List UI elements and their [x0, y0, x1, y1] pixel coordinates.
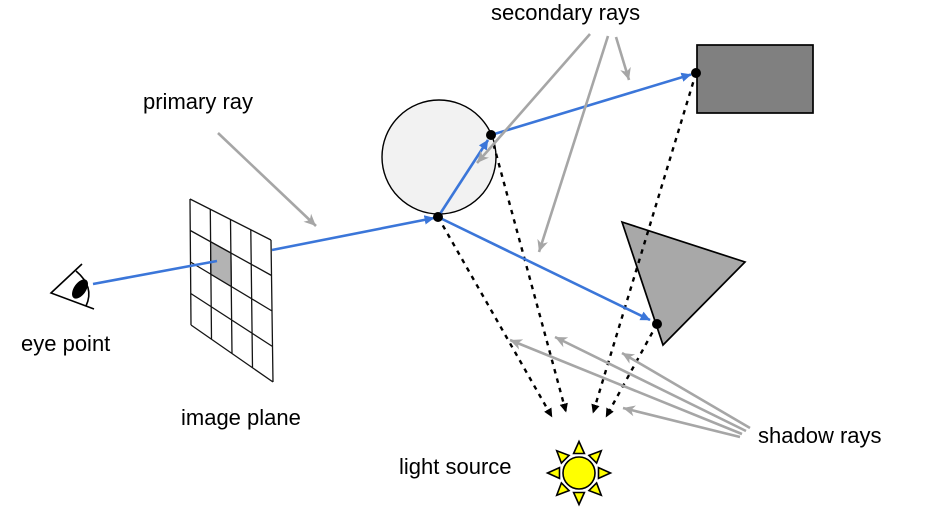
image-plane-grid [189, 198, 274, 383]
triangle-object [620, 220, 747, 347]
shadow-ray-from-sphere-lower [436, 216, 554, 418]
secondary-ray-to-triangle [437, 215, 651, 322]
secondary-ray-to-rectangle [490, 72, 692, 137]
annotation-arrows-group [217, 33, 751, 439]
primary-ray-segment-plane-to-sphere [271, 215, 435, 252]
shadow-rays-pointer-arrow-3 [621, 351, 751, 430]
secondary-rays-pointer-arrow-2 [537, 35, 610, 253]
secondary-rays-label: secondary rays [491, 0, 641, 25]
sphere-object [381, 99, 497, 215]
primary-ray-label: primary ray [143, 89, 254, 114]
primary-ray-segment-eye-to-pixel [92, 259, 218, 286]
image-plane-pixel [209, 240, 232, 288]
shadow-rays-pointer-arrow-2 [554, 335, 747, 433]
secondary-rays-pointer-arrow-1 [476, 33, 591, 164]
hit-point-rectangle [691, 68, 701, 78]
shadow-rays-group [436, 72, 698, 418]
hit-point-sphere-upper [486, 130, 496, 140]
hit-point-sphere-lower [433, 212, 443, 222]
secondary-rays-pointer-arrow-3 [614, 36, 631, 81]
light-source-label: light source [399, 454, 512, 479]
shadow-ray-from-triangle [604, 323, 659, 418]
sun-icon [545, 439, 613, 507]
shadow-ray-from-rectangle [591, 72, 698, 414]
primary-ray-pointer-arrow [217, 132, 317, 227]
eye-point-label: eye point [21, 331, 111, 356]
image-plane-label: image plane [181, 405, 301, 430]
shadow-rays-pointer-arrow-1 [509, 338, 743, 436]
eye-icon [49, 263, 95, 310]
shadow-rays-pointer-arrow-4 [622, 405, 741, 439]
rectangle-object [696, 44, 814, 114]
hit-point-triangle [652, 319, 662, 329]
blue-rays-group [271, 72, 692, 322]
hit-points-group [433, 68, 701, 329]
shadow-rays-label: shadow rays [758, 423, 882, 448]
